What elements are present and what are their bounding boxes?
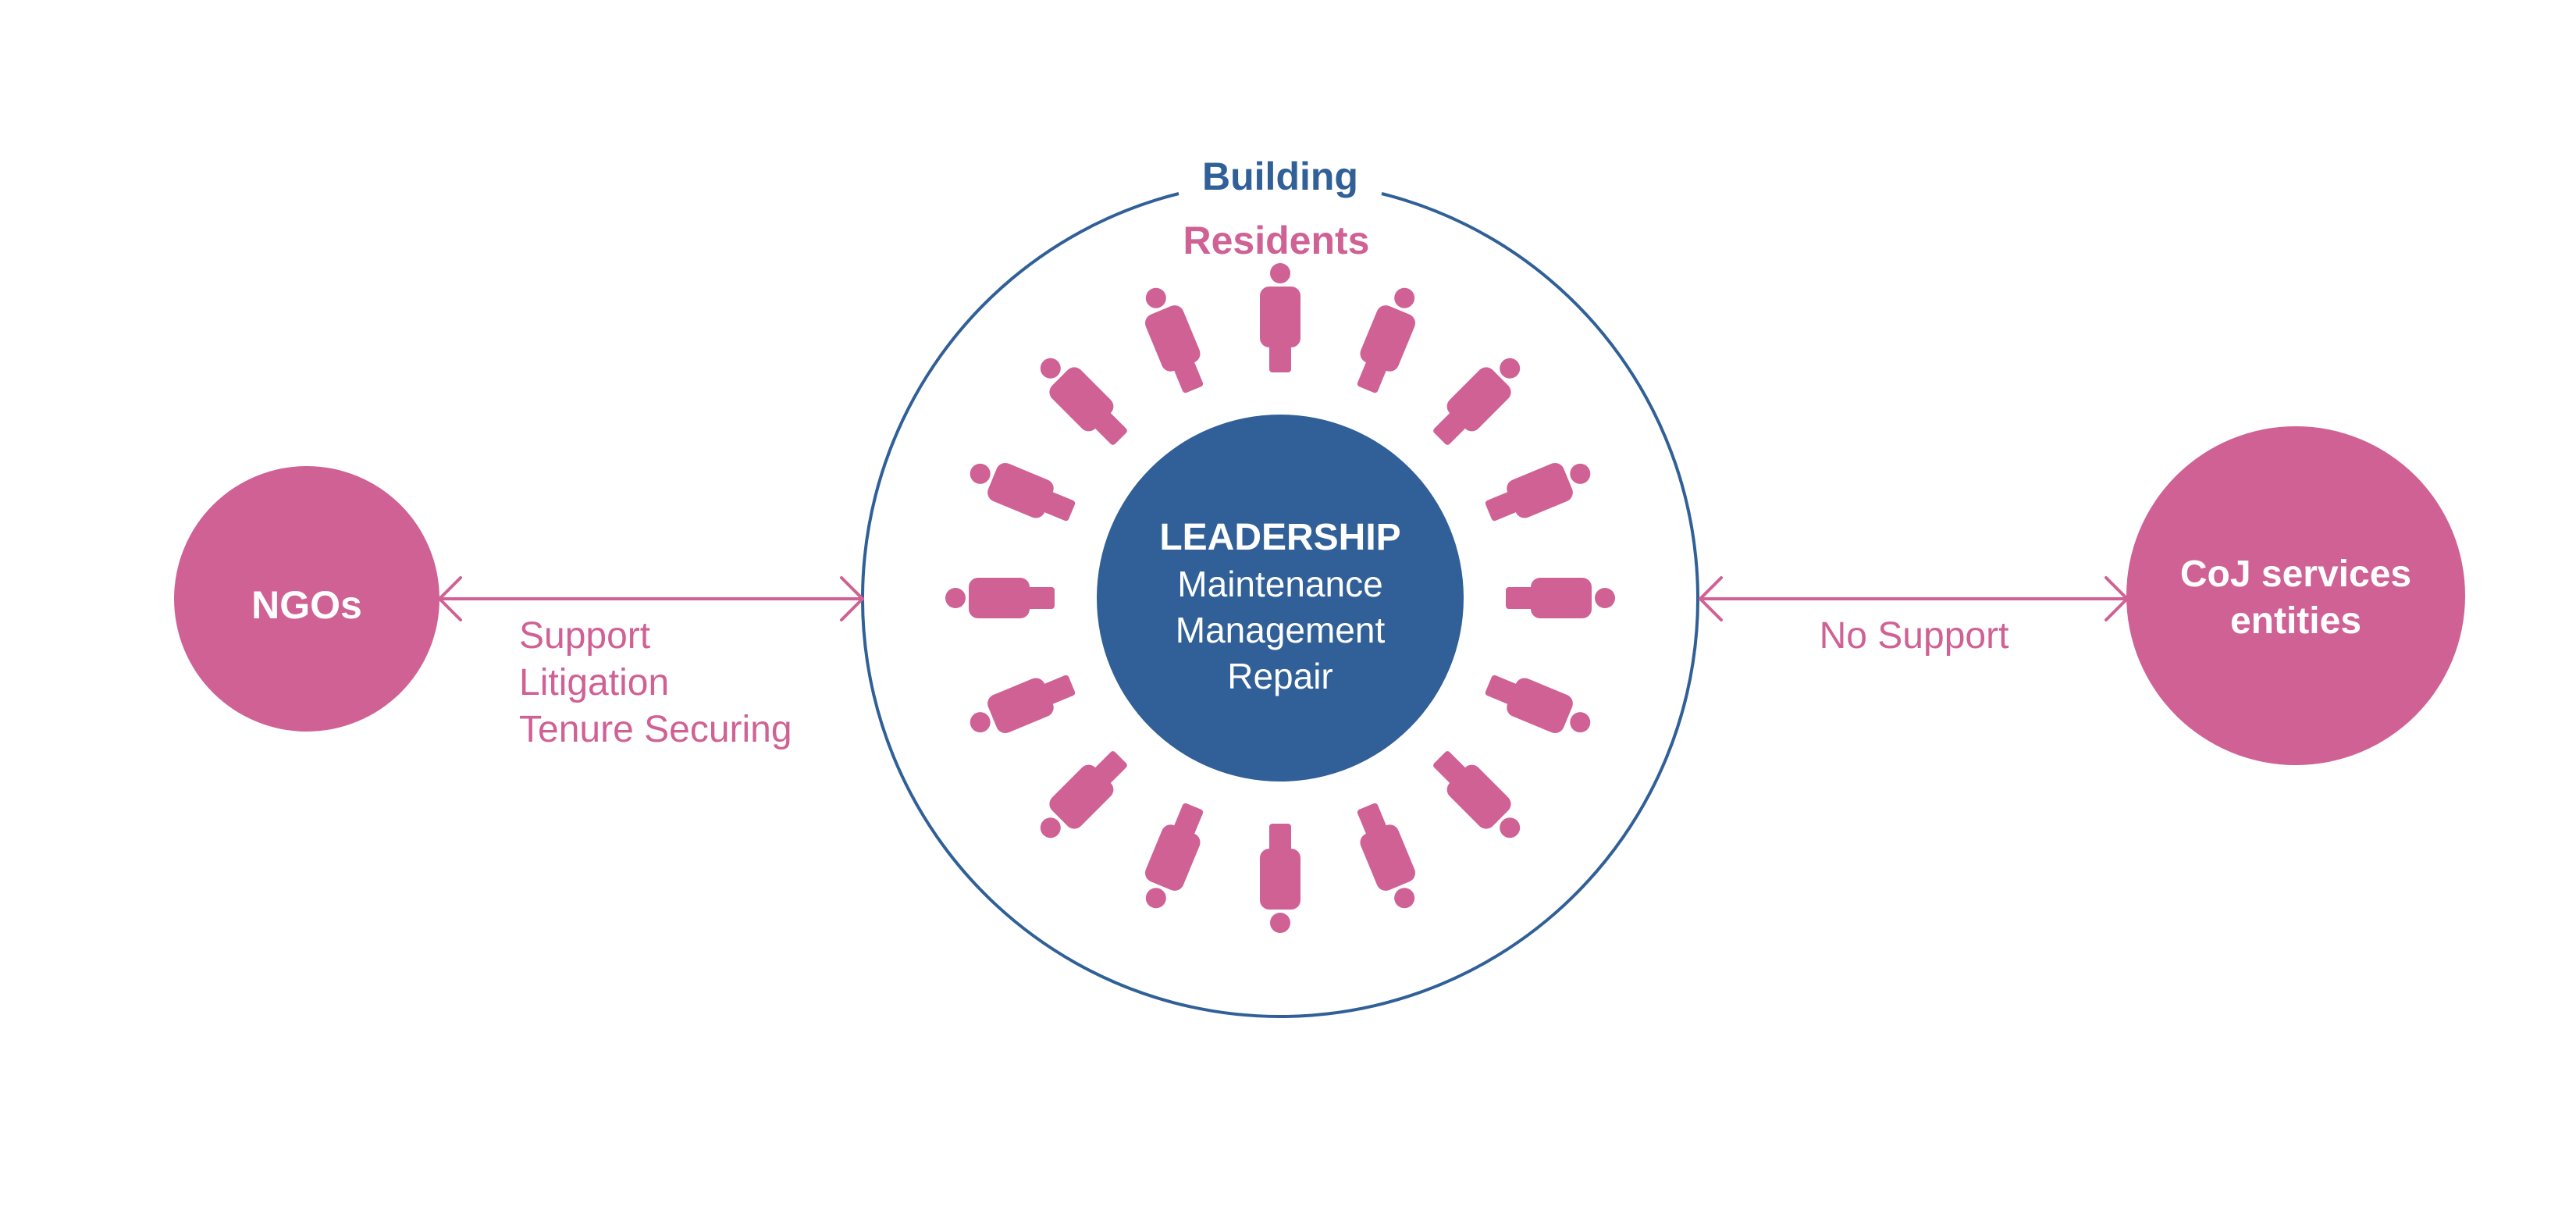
building-boundary: [861, 192, 1699, 1018]
building-coj-arrow: [1699, 576, 2129, 621]
ngos-node: [174, 466, 439, 732]
leadership-line-repair: Repair: [1227, 656, 1333, 696]
person-icon: [1347, 799, 1428, 916]
person-icon: [1481, 665, 1598, 746]
person-icon: [1425, 743, 1532, 849]
ngos-label: NGOs: [251, 583, 362, 627]
person-icon: [1260, 263, 1300, 372]
person-icon: [1506, 578, 1615, 618]
residents-label: Residents: [1183, 219, 1370, 262]
person-icon: [1260, 824, 1300, 933]
coj-relation-label: No Support: [1820, 615, 2009, 657]
ngos-relation-tenure: Tenure Securing: [519, 709, 792, 750]
person-icon: [1347, 280, 1428, 397]
coj-node: [2126, 426, 2465, 765]
person-icon: [962, 665, 1080, 746]
coj-label-line-2: entities: [2230, 600, 2361, 642]
person-icon: [1481, 450, 1598, 531]
person-icon: [1133, 280, 1213, 397]
ngos-relation-litigation: Litigation: [519, 662, 669, 703]
person-icon: [945, 578, 1055, 618]
leadership-circle: [1097, 415, 1464, 782]
ngos-relation-support: Support: [519, 615, 650, 657]
leadership-title: LEADERSHIP: [1159, 517, 1400, 558]
building-title: Building: [1202, 155, 1358, 198]
leadership-line-management: Management: [1176, 610, 1386, 650]
person-icon: [962, 450, 1080, 531]
person-icon: [1029, 347, 1135, 453]
coj-label-line-1: CoJ services: [2180, 554, 2411, 595]
person-icon: [1425, 347, 1532, 453]
person-icon: [1029, 743, 1135, 849]
leadership-line-maintenance: Maintenance: [1177, 564, 1382, 604]
ngos-building-arrow: [438, 576, 864, 621]
person-icon: [1133, 799, 1213, 916]
